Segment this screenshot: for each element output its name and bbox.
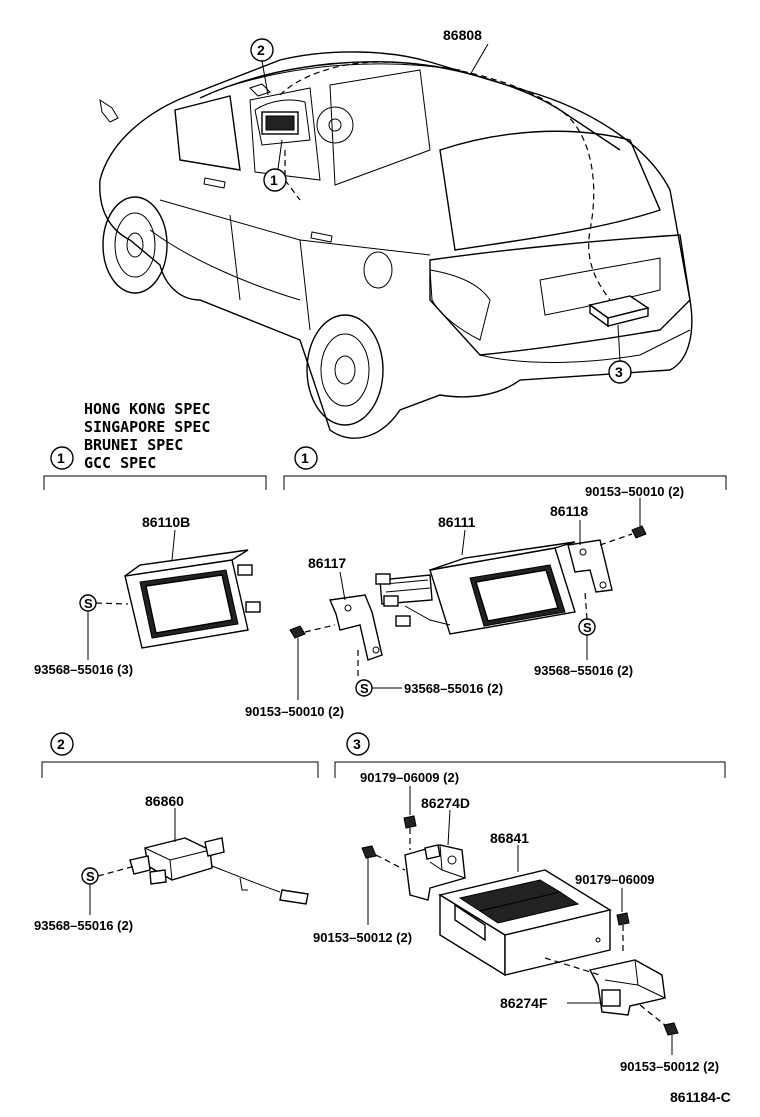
section-bracket — [41, 761, 319, 778]
callout-1-circle — [263, 168, 287, 192]
part-86111-label: 86111 — [438, 514, 476, 530]
part-86860-label: 86860 — [145, 793, 184, 809]
fastener-93568-55016-gps: 93568–55016 (2) — [34, 918, 133, 933]
callout-3-label: 3 — [615, 364, 623, 380]
diagram-code: 861184-C — [670, 1089, 731, 1105]
bracket-86117 — [328, 594, 383, 661]
seal-symbol: S — [86, 869, 95, 884]
fastener-90179-06009-right: 90179–06009 — [575, 872, 655, 887]
part-86841-label: 86841 — [490, 830, 529, 846]
seal-symbol: S — [360, 681, 369, 696]
callout-1-label: 1 — [270, 172, 278, 188]
spec-line: GCC SPEC — [84, 454, 156, 472]
navigation-computer-86841 — [438, 869, 612, 977]
section-1-right-label: 1 — [301, 450, 309, 466]
spec-line: SINGAPORE SPEC — [84, 418, 210, 436]
part-86110b-label: 86110B — [142, 514, 190, 530]
bracket-86274f — [588, 959, 666, 1016]
spec-list: HONG KONG SPEC SINGAPORE SPEC BRUNEI SPE… — [84, 400, 210, 472]
display-unit-86110b — [124, 549, 261, 649]
nut-icon — [403, 815, 417, 829]
vehicle-illustration — [99, 51, 693, 439]
bracket-86118 — [567, 539, 613, 593]
fastener-93568-55016-3: 93568–55016 (3) — [34, 662, 133, 677]
nut-icon — [616, 912, 630, 926]
bracket-86274d — [404, 844, 466, 901]
fastener-90153-50012-f: 90153–50012 (2) — [620, 1059, 719, 1074]
fastener-90153-50012-d: 90153–50012 (2) — [313, 930, 412, 945]
fastener-90153-50010-left: 90153–50010 (2) — [245, 704, 344, 719]
section-1-right-circle — [294, 446, 318, 470]
bolt-icon — [289, 625, 306, 639]
section-bracket — [283, 475, 727, 490]
leader-line — [469, 43, 489, 76]
fastener-93568-55016-right: 93568–55016 (2) — [534, 663, 633, 678]
callout-2-label: 2 — [257, 42, 265, 58]
part-86274d-label: 86274D — [421, 795, 470, 811]
fastener-90179-06009-top: 90179–06009 (2) — [360, 770, 459, 785]
section-2-circle — [50, 732, 74, 756]
seal-symbol: S — [583, 620, 592, 635]
section-bracket — [334, 761, 726, 778]
section-2-label: 2 — [57, 736, 65, 752]
bolt-icon — [631, 525, 647, 539]
bolt-icon — [663, 1022, 679, 1036]
spec-line: BRUNEI SPEC — [84, 436, 183, 454]
part-86117-label: 86117 — [308, 555, 346, 571]
section-3-label: 3 — [353, 736, 361, 752]
fastener-93568-55016-bottom: 93568–55016 (2) — [404, 681, 503, 696]
section-1-left-circle — [50, 446, 74, 470]
display-unit-86111 — [375, 541, 576, 635]
part-86274f-label: 86274F — [500, 995, 548, 1011]
part-86808-label: 86808 — [443, 27, 482, 43]
section-1-left-label: 1 — [57, 450, 65, 466]
bolt-icon — [361, 845, 377, 859]
section-3-circle — [346, 732, 370, 756]
section-bracket — [43, 475, 267, 490]
fastener-90153-50010-top: 90153–50010 (2) — [585, 484, 684, 499]
part-86118-label: 86118 — [550, 503, 588, 519]
seal-symbol: S — [84, 596, 93, 611]
gps-antenna-86860 — [129, 837, 309, 905]
spec-line: HONG KONG SPEC — [84, 400, 210, 418]
